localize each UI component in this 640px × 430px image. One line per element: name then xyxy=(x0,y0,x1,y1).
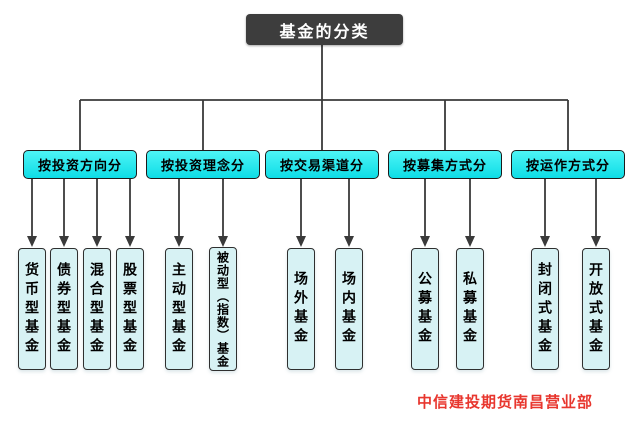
category-node-by-investment-philosophy: 按投资理念分 xyxy=(146,150,260,179)
leaf-node-passive-index-fund: 被动型（指数）基金 xyxy=(209,247,237,371)
leaf-node-exchange-fund: 场内基金 xyxy=(335,248,363,370)
leaf-node-closed-end-fund: 封闭式基金 xyxy=(531,248,559,370)
leaf-label: 主动型基金 xyxy=(171,261,187,357)
leaf-node-otc-fund: 场外基金 xyxy=(287,248,315,370)
root-node-fund-classification: 基金的分类 xyxy=(246,14,403,45)
category-node-by-investment-direction: 按投资方向分 xyxy=(23,150,137,179)
branch-watermark-text: 中信建投期货南昌营业部 xyxy=(417,394,594,411)
leaf-label: 场外基金 xyxy=(293,271,309,347)
leaf-node-hybrid-fund: 混合型基金 xyxy=(83,248,111,370)
leaf-node-stock-fund: 股票型基金 xyxy=(116,248,144,370)
leaf-node-active-fund: 主动型基金 xyxy=(165,248,193,370)
leaf-label: 私募基金 xyxy=(462,271,478,347)
category-node-by-operation-mode: 按运作方式分 xyxy=(511,150,625,179)
leaf-node-public-fund: 公募基金 xyxy=(411,248,439,370)
leaf-node-private-fund: 私募基金 xyxy=(456,248,484,370)
category-node-by-fundraising-method: 按募集方式分 xyxy=(388,150,502,179)
leaf-label: 公募基金 xyxy=(417,271,433,347)
category-node-by-trading-channel: 按交易渠道分 xyxy=(265,150,379,179)
leaf-node-bond-fund: 债券型基金 xyxy=(50,248,78,370)
leaf-label: 开放式基金 xyxy=(588,261,604,357)
leaf-label: 货币型基金 xyxy=(24,261,40,357)
leaf-label: 被动型（指数）基金 xyxy=(215,250,230,368)
leaf-label: 封闭式基金 xyxy=(537,261,553,357)
leaf-label: 债券型基金 xyxy=(56,261,72,357)
leaf-node-open-end-fund: 开放式基金 xyxy=(582,248,610,370)
leaf-label: 混合型基金 xyxy=(89,261,105,357)
leaf-label: 场内基金 xyxy=(341,271,357,347)
leaf-label: 股票型基金 xyxy=(122,261,138,357)
leaf-node-currency-fund: 货币型基金 xyxy=(18,248,46,370)
